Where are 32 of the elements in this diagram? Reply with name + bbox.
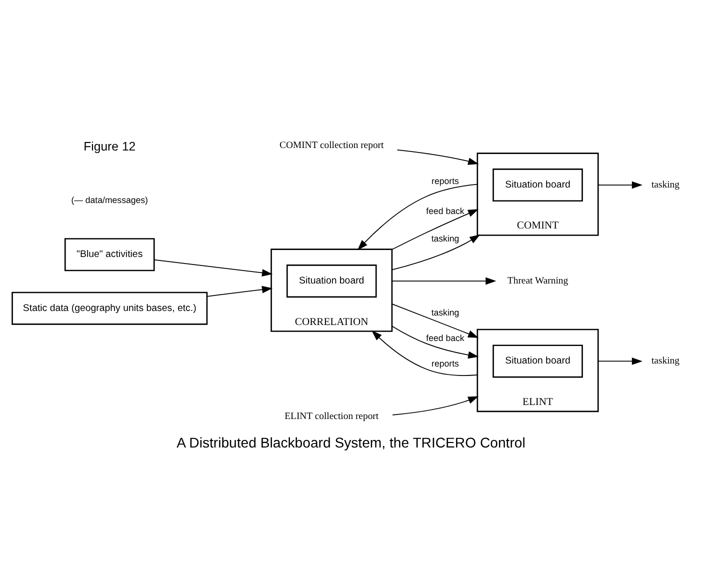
edge-label: reports xyxy=(432,358,459,368)
node-text: tasking xyxy=(652,356,680,367)
edge-label: feed back xyxy=(426,332,464,343)
arrow xyxy=(396,150,479,165)
arrow xyxy=(372,330,478,376)
node-box: "Blue" activities xyxy=(64,238,155,272)
arrow xyxy=(357,184,478,250)
edge-label: tasking xyxy=(431,307,460,318)
node-text: COMINT collection report xyxy=(280,140,384,151)
node-box: Situation board xyxy=(286,264,377,298)
arrow xyxy=(206,286,273,297)
node-text: Threat Warning xyxy=(507,276,568,287)
node-box: Static data (geography units bases, etc.) xyxy=(12,292,208,325)
node-text: tasking xyxy=(652,179,680,190)
edge-label: tasking xyxy=(431,233,460,244)
node-box: Situation board xyxy=(492,168,583,202)
arrow xyxy=(392,277,496,285)
arrow xyxy=(392,234,480,270)
arrow xyxy=(392,209,479,250)
arrow xyxy=(598,358,642,365)
arrow xyxy=(392,326,479,359)
edge-label: feed back xyxy=(426,206,464,216)
node-text: ELINT collection report xyxy=(284,411,379,422)
arrow xyxy=(392,396,479,416)
node-box: Situation board xyxy=(492,344,583,378)
label: Figure 12 xyxy=(84,139,136,154)
edge-label: reports xyxy=(432,176,459,186)
caption: A Distributed Blackboard System, the TRICERO Control xyxy=(176,434,526,450)
label: (— data/messages) xyxy=(71,195,148,206)
arrow xyxy=(598,181,642,189)
arrow xyxy=(154,259,273,276)
arrow xyxy=(392,304,479,338)
